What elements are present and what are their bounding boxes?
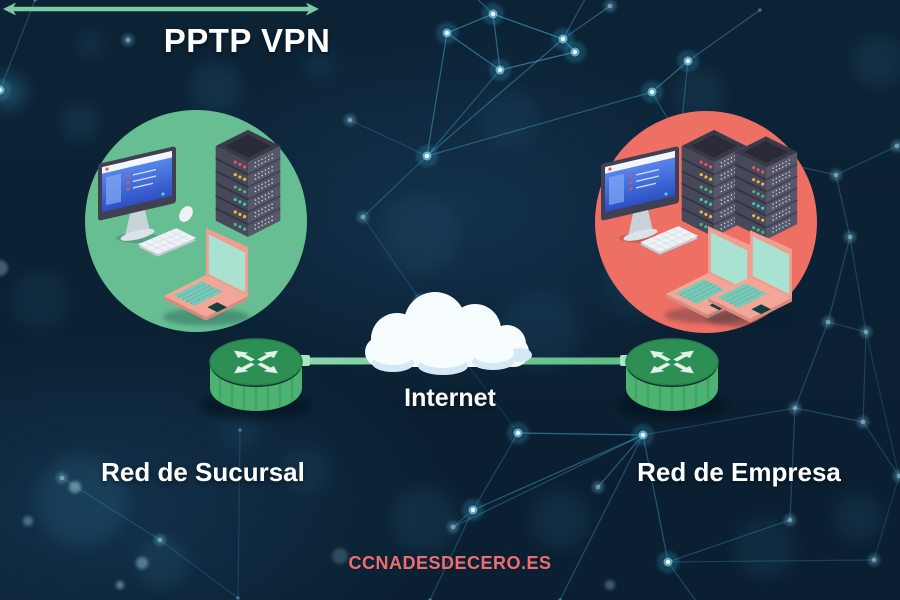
- router-icon-left: [201, 339, 311, 422]
- arrow-right-tip: [306, 2, 319, 16]
- router-icon-right: [617, 339, 727, 422]
- title-underline-arrow: [3, 2, 319, 16]
- internet-cloud-icon: [365, 292, 532, 375]
- server-rack-icon: [733, 135, 799, 241]
- footer-watermark: CCNADESDECERO.ES: [348, 553, 552, 573]
- page-title: PPTP VPN: [163, 22, 331, 59]
- server-rack-icon: [214, 128, 282, 238]
- internet-label: Internet: [404, 384, 496, 412]
- company-network-label: Red de Empresa: [637, 457, 841, 487]
- arrow-left-tip: [3, 2, 16, 16]
- branch-network-group: [85, 110, 307, 332]
- branch-network-label: Red de Sucursal: [101, 457, 305, 487]
- company-network-group: [595, 111, 817, 333]
